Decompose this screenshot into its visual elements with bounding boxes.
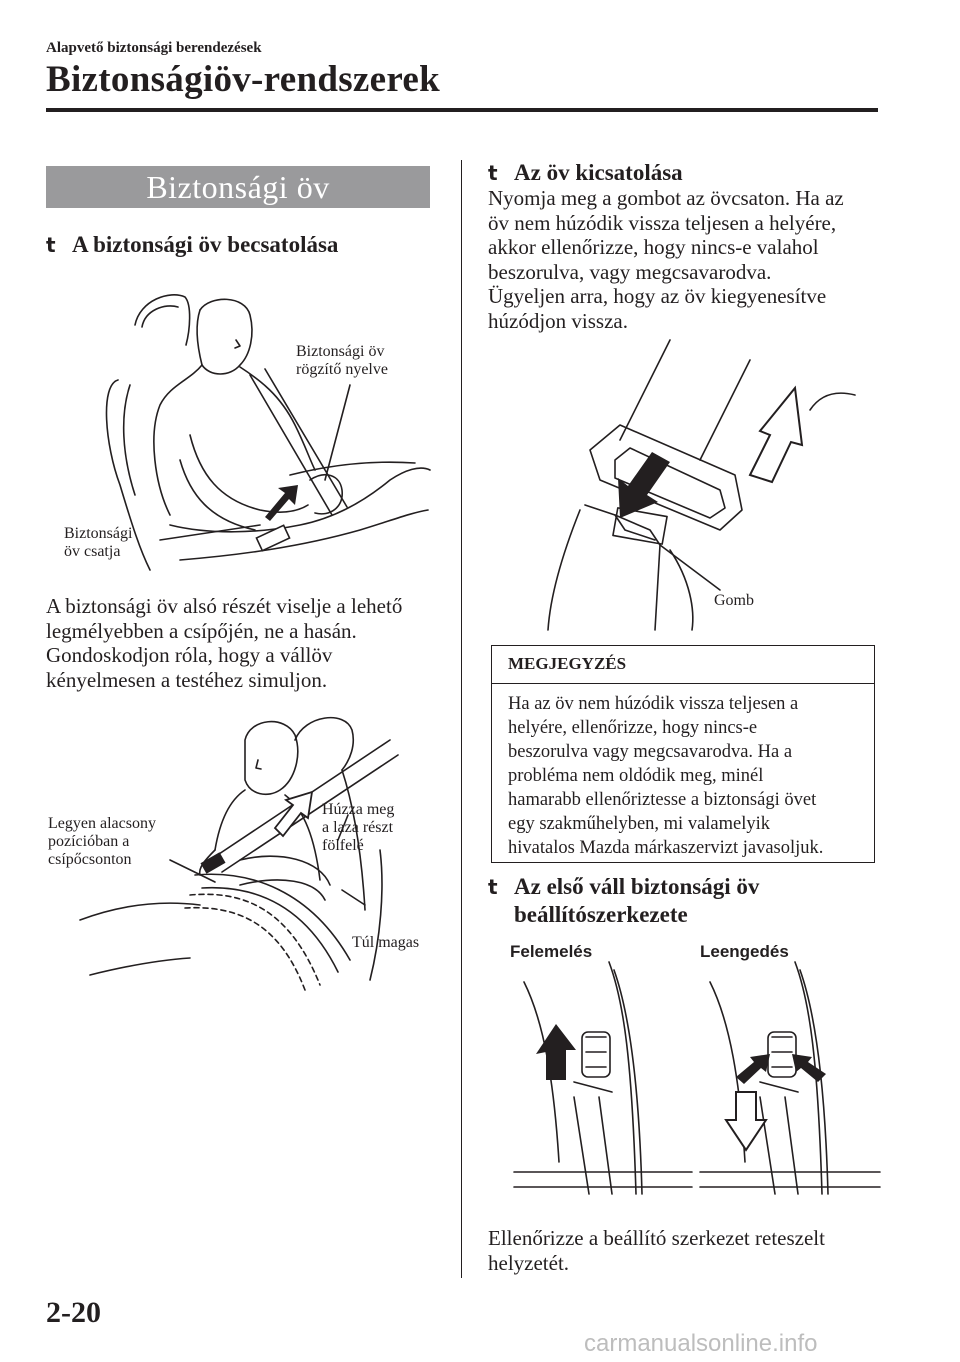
label-too-high: Túl magas [352, 934, 420, 951]
heading-buckle: t A biztonsági öv becsatolása [46, 231, 338, 259]
bullet-icon: t [488, 875, 498, 899]
label-raise: Felemelés [510, 942, 593, 961]
page-number: 2-20 [46, 1296, 101, 1329]
heading-text: Az öv kicsatolása [514, 160, 683, 185]
paragraph-lap-belt: A biztonsági öv alsó részét viselje a le… [46, 594, 403, 692]
squeeze-arrow-left-icon [736, 1054, 770, 1084]
bullet-icon: t [46, 233, 56, 257]
insert-arrow-icon [265, 485, 298, 521]
pull-up-arrow-icon [273, 790, 314, 838]
bullet-icon: t [488, 161, 498, 185]
label-button: Gomb [714, 592, 754, 609]
note-box: MEGJEGYZÉS Ha az öv nem húzódik vissza t… [491, 645, 875, 863]
note-text: Ha az öv nem húzódik vissza teljesen a h… [508, 694, 824, 858]
squeeze-arrow-right-icon [792, 1054, 826, 1082]
label-lower: Leengedés [700, 942, 789, 961]
note-title: MEGJEGYZÉS [492, 646, 874, 684]
title-rule [46, 108, 878, 112]
breadcrumb: Alapvető biztonsági berendezések [46, 40, 262, 56]
column-divider [461, 160, 462, 1278]
heading-unbuckle: t Az öv kicsatolása [488, 159, 683, 187]
retract-arrow-icon [748, 385, 804, 484]
page-title: Biztonságiöv-rendszerek [46, 59, 441, 100]
press-arrow-icon [618, 452, 670, 518]
paragraph-unbuckle: Nyomja meg a gombot az övcsaton. Ha az ö… [488, 186, 844, 333]
paragraph-adjuster: Ellenőrizze a beállító szerkezet retesze… [488, 1226, 825, 1275]
raise-arrow-icon [536, 1024, 576, 1080]
figure-belt-position-illustration [79, 716, 399, 991]
heading-text: A biztonsági öv becsatolása [72, 232, 339, 257]
section-banner: Biztonsági öv [46, 166, 430, 208]
figure-buckling-illustration [105, 294, 431, 571]
lower-arrow-icon [724, 1091, 768, 1152]
figure-adjuster-illustration [513, 961, 881, 1195]
watermark: carmanualsonline.info [584, 1330, 818, 1357]
figure-buckle-release-illustration [547, 339, 856, 631]
